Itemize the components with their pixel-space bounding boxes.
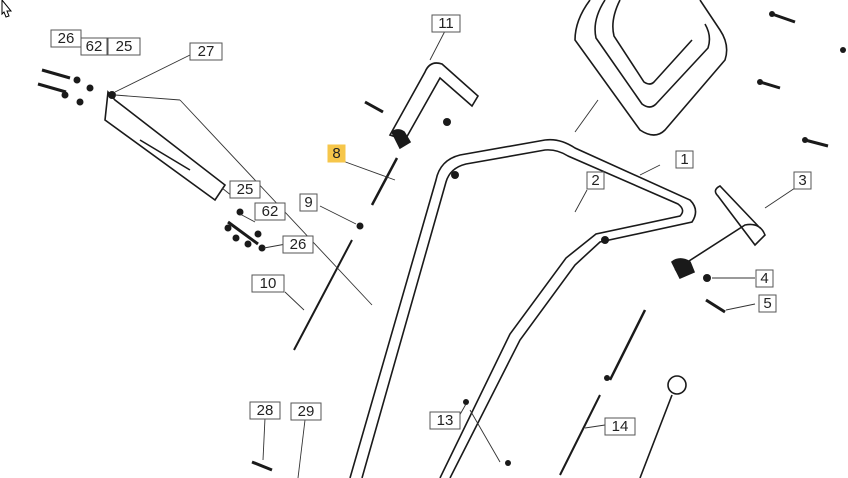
spring-lower xyxy=(608,309,647,381)
label-25-lower: 25 xyxy=(229,180,261,199)
label-62-top: 62 xyxy=(80,37,108,56)
svg-text:62: 62 xyxy=(262,203,279,220)
handle-pivot-right xyxy=(601,236,609,244)
svg-text:28: 28 xyxy=(257,402,274,419)
label-10: 10 xyxy=(251,274,285,293)
nut-4 xyxy=(703,274,711,282)
main-handle-part-1 xyxy=(349,138,697,478)
label-28: 28 xyxy=(249,401,281,420)
label-26-top: 26 xyxy=(50,29,82,48)
svg-text:9: 9 xyxy=(304,194,312,211)
hardware-lower-left xyxy=(224,208,266,252)
nut-13 xyxy=(463,399,469,405)
svg-text:26: 26 xyxy=(290,236,307,253)
label-1: 1 xyxy=(675,150,694,169)
spring-part-8 xyxy=(370,157,399,206)
nut-11 xyxy=(443,118,451,126)
label-8-highlighted: 8 xyxy=(327,144,346,163)
hardware-left xyxy=(37,68,94,106)
grip-part-11 xyxy=(388,62,480,150)
pin-part-9 xyxy=(356,222,364,230)
lever-knob xyxy=(639,375,687,478)
svg-text:5: 5 xyxy=(763,295,771,312)
rod-part-10 xyxy=(293,239,353,351)
svg-text:14: 14 xyxy=(612,418,629,435)
svg-text:26: 26 xyxy=(58,30,75,47)
svg-text:25: 25 xyxy=(237,181,254,198)
svg-text:3: 3 xyxy=(798,172,806,189)
label-26-lower: 26 xyxy=(282,235,314,254)
bolt-5 xyxy=(705,298,726,314)
label-5: 5 xyxy=(758,294,777,313)
label-14: 14 xyxy=(604,417,636,436)
svg-text:27: 27 xyxy=(198,43,215,60)
nut-13b xyxy=(505,460,511,466)
bolts-upper-right xyxy=(757,11,846,148)
nut-lower xyxy=(604,375,610,381)
bolt-11 xyxy=(364,100,384,114)
label-62-lower: 62 xyxy=(254,202,286,221)
hand-cursor-icon xyxy=(1,0,13,18)
svg-text:2: 2 xyxy=(591,172,599,189)
grip-part-3 xyxy=(670,185,766,280)
label-11: 11 xyxy=(431,14,461,33)
svg-text:8: 8 xyxy=(332,145,340,162)
bracket-hole-27 xyxy=(108,91,116,99)
svg-text:1: 1 xyxy=(680,151,688,168)
label-2: 2 xyxy=(586,171,605,190)
label-9: 9 xyxy=(299,193,318,212)
label-3: 3 xyxy=(793,171,812,190)
svg-text:25: 25 xyxy=(116,38,133,55)
label-29: 29 xyxy=(290,402,322,421)
svg-text:29: 29 xyxy=(298,403,315,420)
svg-text:4: 4 xyxy=(760,270,768,287)
label-27: 27 xyxy=(189,42,223,61)
label-25-top: 25 xyxy=(107,37,141,56)
svg-text:11: 11 xyxy=(438,15,454,32)
chute-assembly xyxy=(574,0,728,136)
label-4: 4 xyxy=(755,269,774,288)
svg-text:13: 13 xyxy=(437,412,454,429)
handle-pivot-left xyxy=(451,171,459,179)
label-13: 13 xyxy=(429,411,461,430)
svg-text:62: 62 xyxy=(86,38,103,55)
bracket-part-27 xyxy=(104,90,227,202)
svg-text:10: 10 xyxy=(260,275,277,292)
bolt-28 xyxy=(251,460,273,472)
rod-part-14 xyxy=(559,394,601,476)
